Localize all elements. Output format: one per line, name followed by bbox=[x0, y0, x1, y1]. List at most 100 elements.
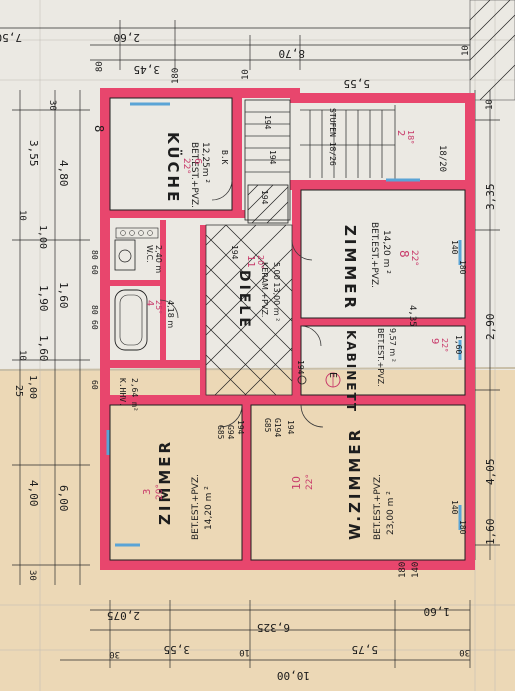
staircase bbox=[244, 99, 396, 221]
num-a-4: 194 bbox=[296, 360, 305, 375]
walls bbox=[100, 88, 475, 570]
num-b-3: 180 bbox=[458, 520, 467, 535]
room-area-kabinett: 9,57 m ² bbox=[388, 328, 397, 362]
dim-bottom-1: 140 bbox=[411, 562, 421, 578]
room-spec-kueche: BET.EST.+PVZ. bbox=[189, 142, 199, 208]
room-spec-kabinett: BET.EST.+PVZ. bbox=[376, 328, 385, 387]
room-spec-diele: KERAM.+PVZ. bbox=[260, 262, 269, 317]
dim-left-13: 30 bbox=[27, 570, 37, 581]
num-b-1: 180 bbox=[458, 260, 467, 275]
dim-bottom-5: 3,55 bbox=[164, 643, 191, 656]
dim-bottom-8: 30 bbox=[109, 649, 120, 659]
room-name-zimmer-left: ZIMMER bbox=[156, 439, 174, 525]
room-no-wzimmer: 10 bbox=[290, 476, 303, 490]
dim-left-7: 1,60 bbox=[37, 335, 50, 362]
g-label-1: G94 bbox=[226, 425, 235, 440]
g-label-2: G85 bbox=[263, 418, 272, 433]
dim-bottom-3: 1,60 bbox=[424, 605, 451, 618]
khhv-area: 2,64 m² bbox=[130, 378, 139, 412]
dim-left-5: 1,90 bbox=[37, 285, 50, 312]
room-zimmer-top: ZIMMER BET.EST.+PVZ. 14,20 m ² 8 22° bbox=[341, 222, 419, 311]
dimension-text-top: 7,50 2,60 8,70 3,45 5,55 80 180 10 10 bbox=[0, 31, 471, 90]
side-label: 1,60 bbox=[454, 335, 463, 354]
room-spec-zimmer-top: BET.EST.+PVZ. bbox=[369, 222, 379, 288]
dim-bottom-4: 6,325 bbox=[257, 621, 290, 634]
hatched-border-right bbox=[469, 0, 515, 101]
dim-right-3: 4,05 bbox=[484, 459, 497, 486]
dim-top-3: 3,45 bbox=[134, 63, 161, 76]
radiators bbox=[106, 102, 462, 547]
stair-label: STUFEN 18/26 bbox=[328, 108, 337, 166]
dim-left-11: 4,00 bbox=[27, 480, 40, 507]
fixtures bbox=[114, 227, 341, 388]
num-b-0: 140 bbox=[450, 240, 459, 255]
b-mark: 8 bbox=[92, 125, 106, 132]
dim-left-6: 1,60 bbox=[57, 282, 70, 309]
room-bad: 4 25° 4,18 m bbox=[144, 300, 175, 328]
room-kueche: KÜCHE BET.EST.+PVZ. 12,25m ² 6 22° bbox=[164, 132, 210, 208]
num-b-6: 80 bbox=[90, 305, 99, 315]
room-name-zimmer-top: ZIMMER bbox=[341, 225, 359, 311]
num-b-2: 140 bbox=[450, 500, 459, 515]
room-temp-zimmer-top: 22° bbox=[409, 250, 419, 266]
room-name-wc: W.C. bbox=[145, 245, 154, 263]
dim-bottom-2: 2,075 bbox=[107, 609, 140, 622]
room-area-zimmer-left: 14,20 m ² bbox=[204, 486, 214, 530]
room-no-diele: 11 bbox=[245, 255, 256, 268]
room-no-kabinett: 9 bbox=[429, 338, 440, 344]
dim-right-2: 2,90 bbox=[484, 314, 497, 341]
room-temp-wzimmer: 22° bbox=[305, 474, 315, 490]
dim-left-10: 1,00 bbox=[27, 375, 38, 399]
num-b-7: 60 bbox=[90, 320, 99, 330]
num-b-8: 60 bbox=[90, 380, 99, 390]
dim-bottom-0: 180 bbox=[398, 562, 408, 578]
room-temp-kueche: 22° bbox=[181, 158, 191, 174]
num-a-5: 194 bbox=[236, 420, 245, 435]
door-swings bbox=[159, 179, 324, 428]
room-area-zimmer-top: 14,20 m ² bbox=[381, 230, 391, 274]
khhv-label: K.HHV. bbox=[118, 378, 127, 407]
wall-outlines bbox=[109, 97, 466, 561]
room-temp-diele: 20° bbox=[256, 255, 265, 269]
dim-top-8: 10 bbox=[461, 45, 471, 56]
num-a-2: 194 bbox=[260, 190, 269, 205]
room-spec-wzimmer: BET.EST.+PVZ. bbox=[373, 474, 383, 540]
num-b-5: 60 bbox=[90, 265, 99, 275]
room-diele: DIELE KERAM.+PVZ. 5,00 13,00 m ² 11 20° bbox=[236, 255, 281, 330]
num-a-1: 194 bbox=[268, 150, 277, 165]
e-label: E bbox=[327, 372, 338, 378]
bk-label: B.K bbox=[220, 150, 229, 165]
dimension-lines bbox=[0, 20, 500, 668]
dim-left-12: 6,00 bbox=[57, 485, 70, 512]
room-no-kueche: 6 bbox=[192, 158, 203, 164]
room-name-wzimmer: W.ZIMMER bbox=[346, 427, 364, 540]
dim-top-0: 7,50 bbox=[0, 31, 22, 44]
room-area-bad: 4,18 m bbox=[166, 300, 175, 328]
room-kabinett: KABINETT BET.EST.+PVZ. 9,57 m ² 9 22° bbox=[344, 328, 449, 413]
dim-right-1: 3,35 bbox=[484, 184, 497, 211]
dim-top-6: 180 bbox=[171, 68, 181, 84]
dim-bottom-9: 30 bbox=[459, 647, 470, 657]
dim-left-3: 10 bbox=[17, 210, 27, 221]
room-no-zimmer-left: 3 bbox=[142, 489, 153, 495]
room-temp-kabinett: 22° bbox=[440, 338, 449, 352]
room-temp-bad: 25° bbox=[154, 300, 163, 314]
dim-top-2: 8,70 bbox=[279, 47, 306, 60]
dim-bottom-6: 5,75 bbox=[352, 643, 379, 656]
room-temp-stair: 18° bbox=[406, 130, 415, 144]
dim-top-4: 5,55 bbox=[344, 77, 371, 90]
dim-top-1: 2,60 bbox=[114, 31, 141, 44]
dimension-text-left: 30 3,55 4,80 10 1,00 1,90 1,60 1,60 10 2… bbox=[13, 100, 70, 581]
num-a-6: 194 bbox=[286, 420, 295, 435]
dim-left-0: 30 bbox=[47, 100, 57, 111]
dim-top-5: 80 bbox=[95, 61, 105, 72]
dim-left-9: 25 bbox=[13, 385, 24, 397]
num-a-3: 194 bbox=[230, 245, 239, 260]
room-no-stair: 2 bbox=[395, 130, 406, 136]
room-temp-zimmer-left: 20° bbox=[155, 484, 165, 500]
dim-left-2: 4,80 bbox=[57, 160, 70, 187]
dimension-text-right: 10 3,35 2,90 4,05 1,60 bbox=[484, 99, 497, 545]
paper-bottom bbox=[0, 370, 515, 691]
